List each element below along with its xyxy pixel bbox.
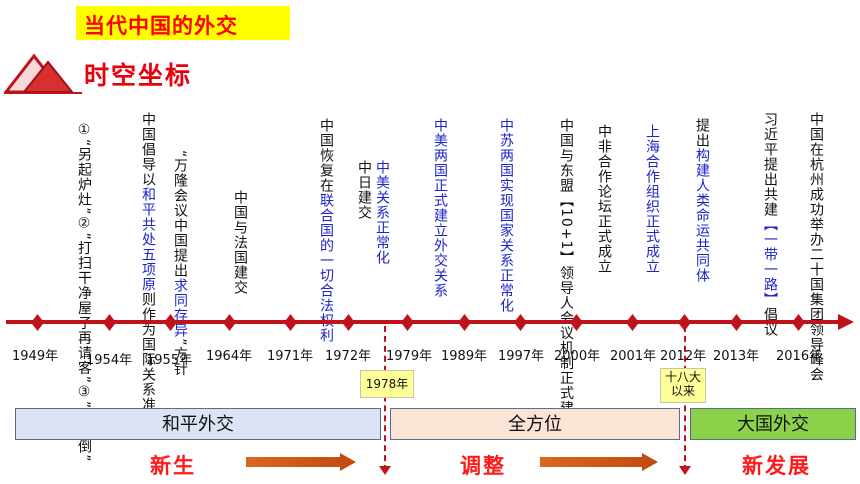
phase-arrow-icon (540, 453, 658, 471)
marker-1964 (223, 314, 236, 331)
year-label: 1964年 (206, 349, 253, 364)
marker-1949 (31, 314, 44, 331)
event-1971: 中国恢复在联合国的一切合法权利 (318, 118, 334, 343)
event-1978: 中美关系正常化 (374, 160, 390, 265)
marker-1997 (514, 314, 527, 331)
timeline-arrow-icon (838, 314, 854, 330)
event-1989: 中苏两国实现国家关系正常化 (498, 118, 514, 313)
marker-2001 (626, 314, 639, 331)
marker-2013 (730, 314, 743, 331)
phase-new-development: 新发展 (742, 454, 811, 478)
divider-arrow-icon (679, 466, 691, 475)
year-label: 1972年 (325, 349, 372, 364)
marker-2012 (678, 314, 691, 331)
marker-1971 (284, 314, 297, 331)
year-label: 2012年 (660, 349, 707, 364)
year-label: 2001年 (610, 349, 657, 364)
page-title: 当代中国的外交 (84, 14, 238, 38)
tag-1978: 1978年 (360, 370, 414, 398)
year-label: 1979年 (386, 349, 433, 364)
divider-arrow-icon (379, 466, 391, 475)
period-peace-diplomacy: 和平外交 (15, 408, 381, 440)
timeline-axis (6, 320, 848, 324)
phase-adjust: 调整 (460, 454, 506, 478)
event-2013: 习近平提出共建【一带一路】倡议 (762, 112, 778, 337)
event-1954: 中国倡导以和平共处五项原则作为国际关系准则 (140, 112, 156, 427)
event-1964: 中国与法国建交 (232, 190, 248, 295)
event-2012: 提出构建人类命运共同体 (694, 118, 710, 283)
marker-1989 (458, 314, 471, 331)
event-1979: 中美两国正式建立外交关系 (432, 118, 448, 298)
year-label: 1971年 (267, 349, 314, 364)
marker-1972 (342, 314, 355, 331)
event-1997: 中国与东盟【10+1】领导人会议机制正式建立 (558, 118, 574, 431)
event-2001: 上海合作组织正式成立 (644, 124, 660, 274)
year-label: 1954年 (86, 353, 133, 368)
year-label: 2013年 (713, 349, 760, 364)
divider-1978 (384, 326, 386, 471)
year-label: 1989年 (441, 349, 488, 364)
marker-2016 (792, 314, 805, 331)
tag-eighteenth-congress: 十八大以来 (660, 368, 706, 403)
event-2000: 中非合作论坛正式成立 (596, 124, 612, 274)
year-label: 1949年 (12, 349, 59, 364)
event-2016: 中国在杭州成功举办二十国集团领导峰会 (808, 112, 824, 382)
year-label: 2016年 (776, 349, 823, 364)
event-1949: ①“另起炉灶”②”打扫干净屋子再请客”③”一边倒” (76, 122, 92, 463)
year-label: 2000年 (554, 349, 601, 364)
phase-arrow-icon (246, 453, 356, 471)
period-major-country: 大国外交 (690, 408, 856, 440)
phase-birth: 新生 (150, 454, 196, 478)
title-banner (76, 6, 290, 40)
event-1955: “万隆会议中国提出求同存异”方针 (172, 150, 188, 377)
triangle-logo-icon (4, 53, 82, 94)
period-omni-directional: 全方位 (390, 408, 680, 440)
year-label: 1955年 (146, 353, 193, 368)
marker-2000 (570, 314, 583, 331)
section-subtitle: 时空坐标 (84, 61, 193, 90)
marker-1955 (164, 314, 177, 331)
event-1972: 中日建交 (356, 160, 372, 220)
year-label: 1997年 (498, 349, 545, 364)
marker-1979 (401, 314, 414, 331)
marker-1954 (103, 314, 116, 331)
